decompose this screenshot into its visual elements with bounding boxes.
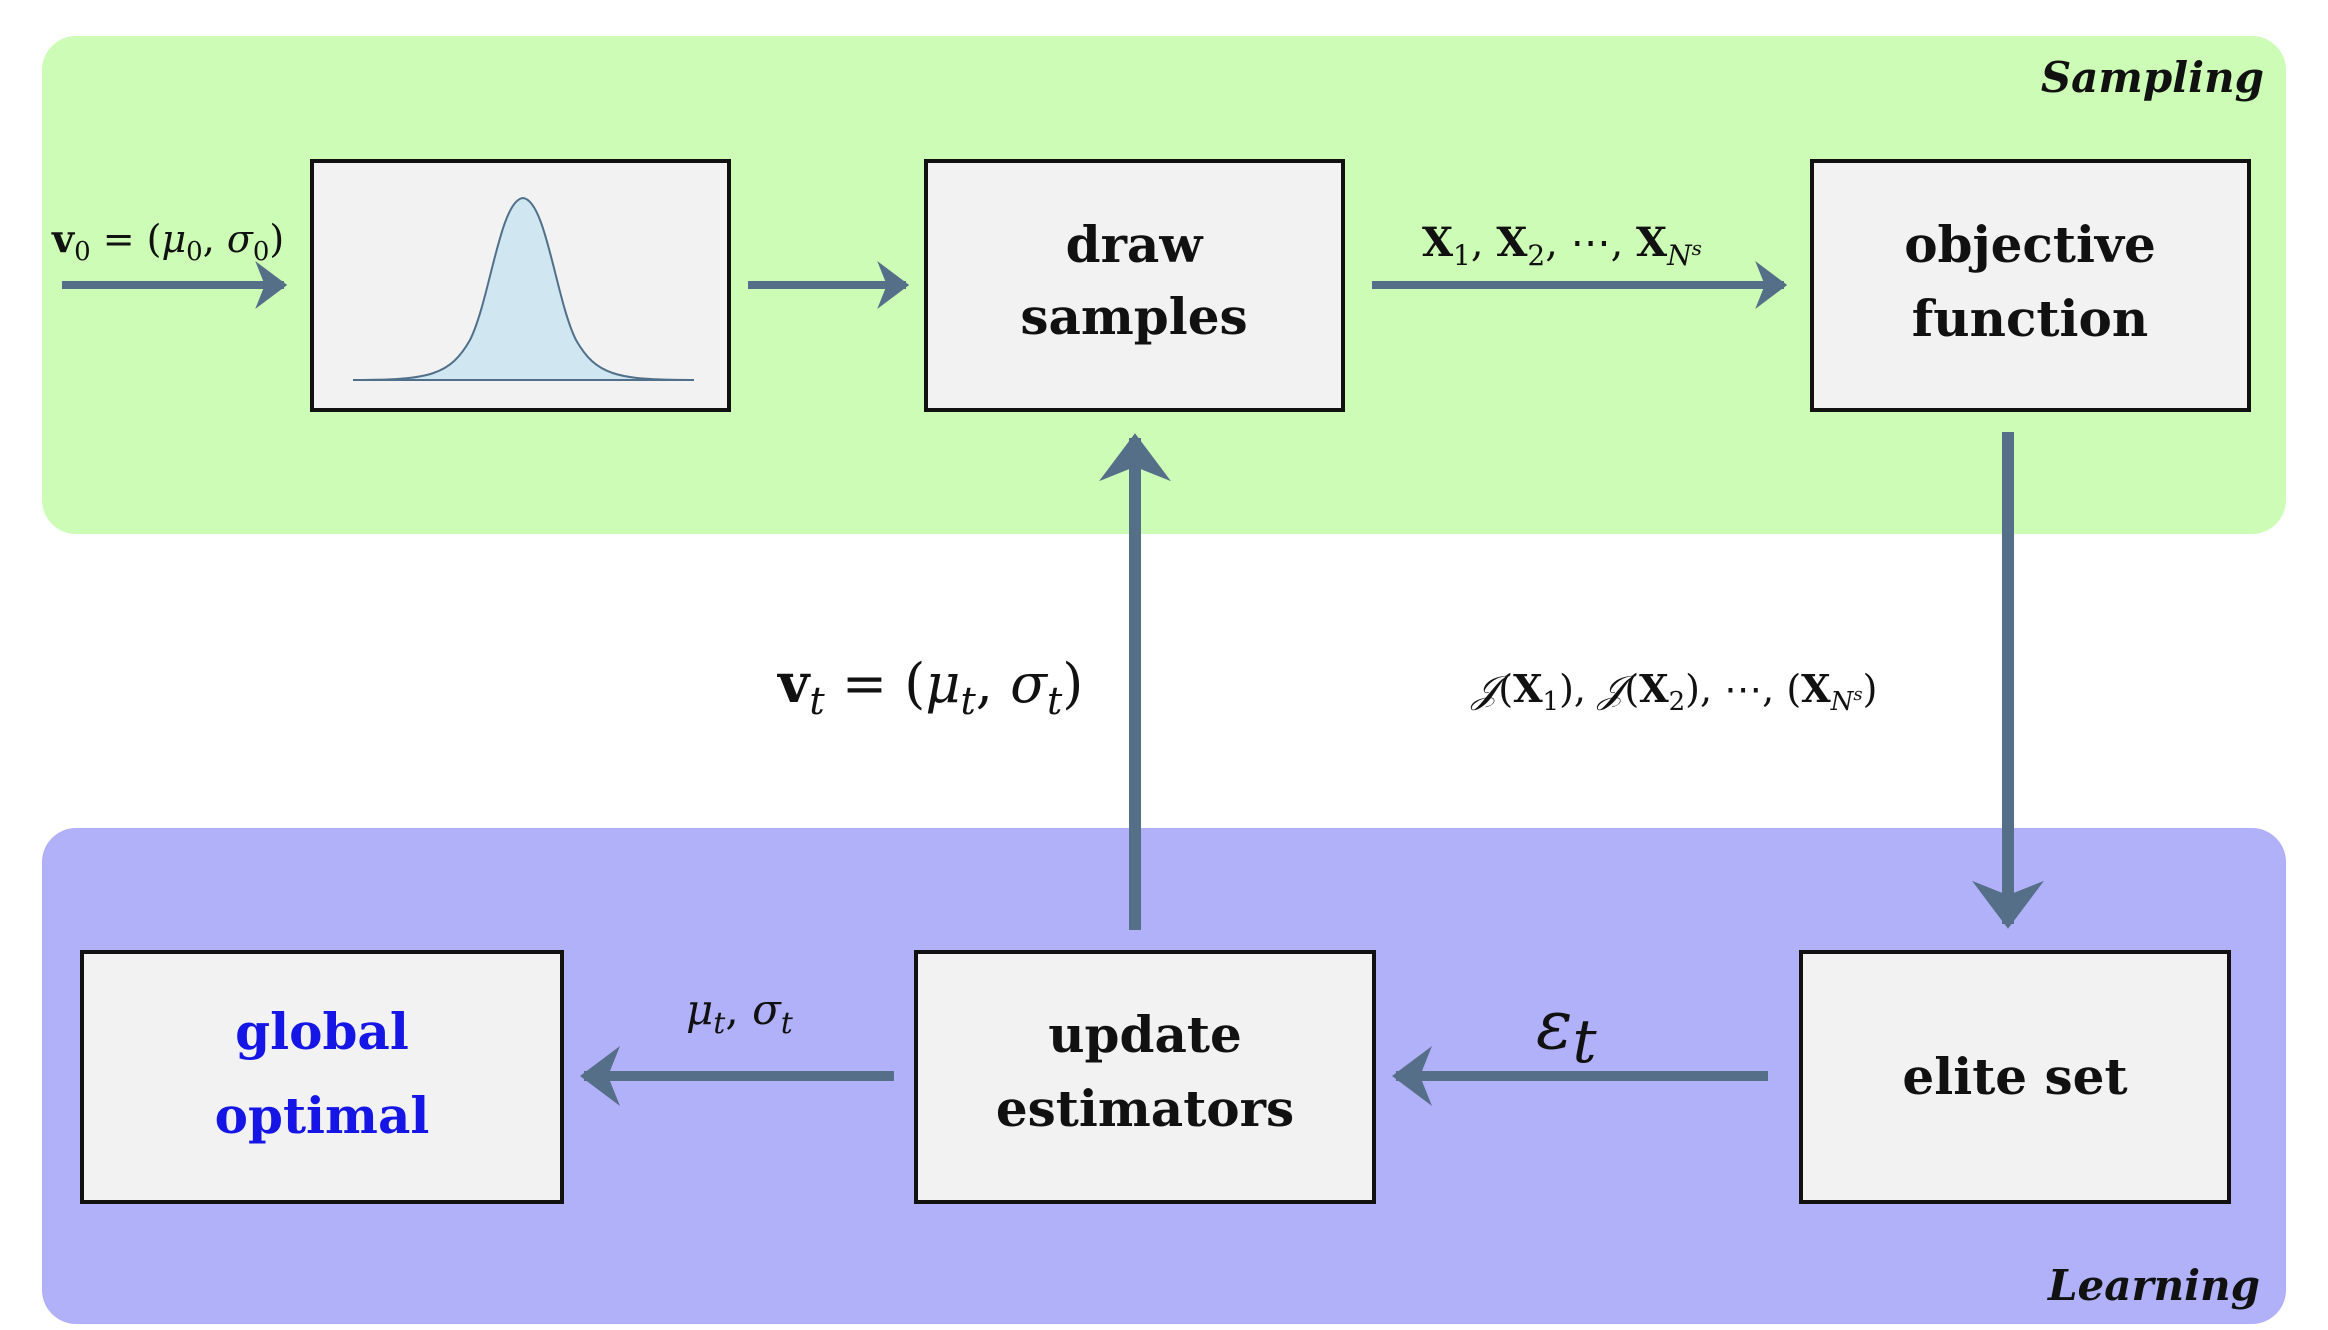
v0-label: v0 = (μ0, σ0) (51, 216, 284, 267)
global-optimal-box (80, 950, 564, 1204)
draw-samples-line1: draw (1066, 215, 1205, 274)
learning-label: Learning (2047, 1261, 2260, 1310)
objective-values-label: 𝒥(X1), 𝒥(X2), ⋯, (XNs) (1470, 666, 1877, 717)
update-estimators-line2: estimators (996, 1079, 1294, 1138)
mu-sigma-label: μt, σt (686, 985, 794, 1041)
global-optimal-line2: optimal (215, 1086, 430, 1145)
draw-samples-box (924, 159, 1345, 412)
update-estimators-box (914, 950, 1376, 1204)
gaussian-curve (354, 196, 693, 381)
global-optimal-line1: global (235, 1002, 409, 1061)
vt-label: vt = (μt, σt) (777, 651, 1083, 723)
objective-function-box (1810, 159, 2251, 412)
draw-samples-line2: samples (1020, 287, 1247, 346)
sampling-label: Sampling (2041, 53, 2264, 102)
update-estimators-line1: update (1048, 1005, 1242, 1064)
elite-epsilon-label: εt (1536, 986, 1598, 1077)
elite-set-box (1799, 950, 2231, 1204)
samples-label: X1, X2, ⋯, XNs (1422, 219, 1702, 272)
objective-function-line1: objective (1904, 215, 2156, 274)
objective-function-line2: function (1912, 289, 2148, 348)
elite-set-text: elite set (1902, 1047, 2127, 1106)
